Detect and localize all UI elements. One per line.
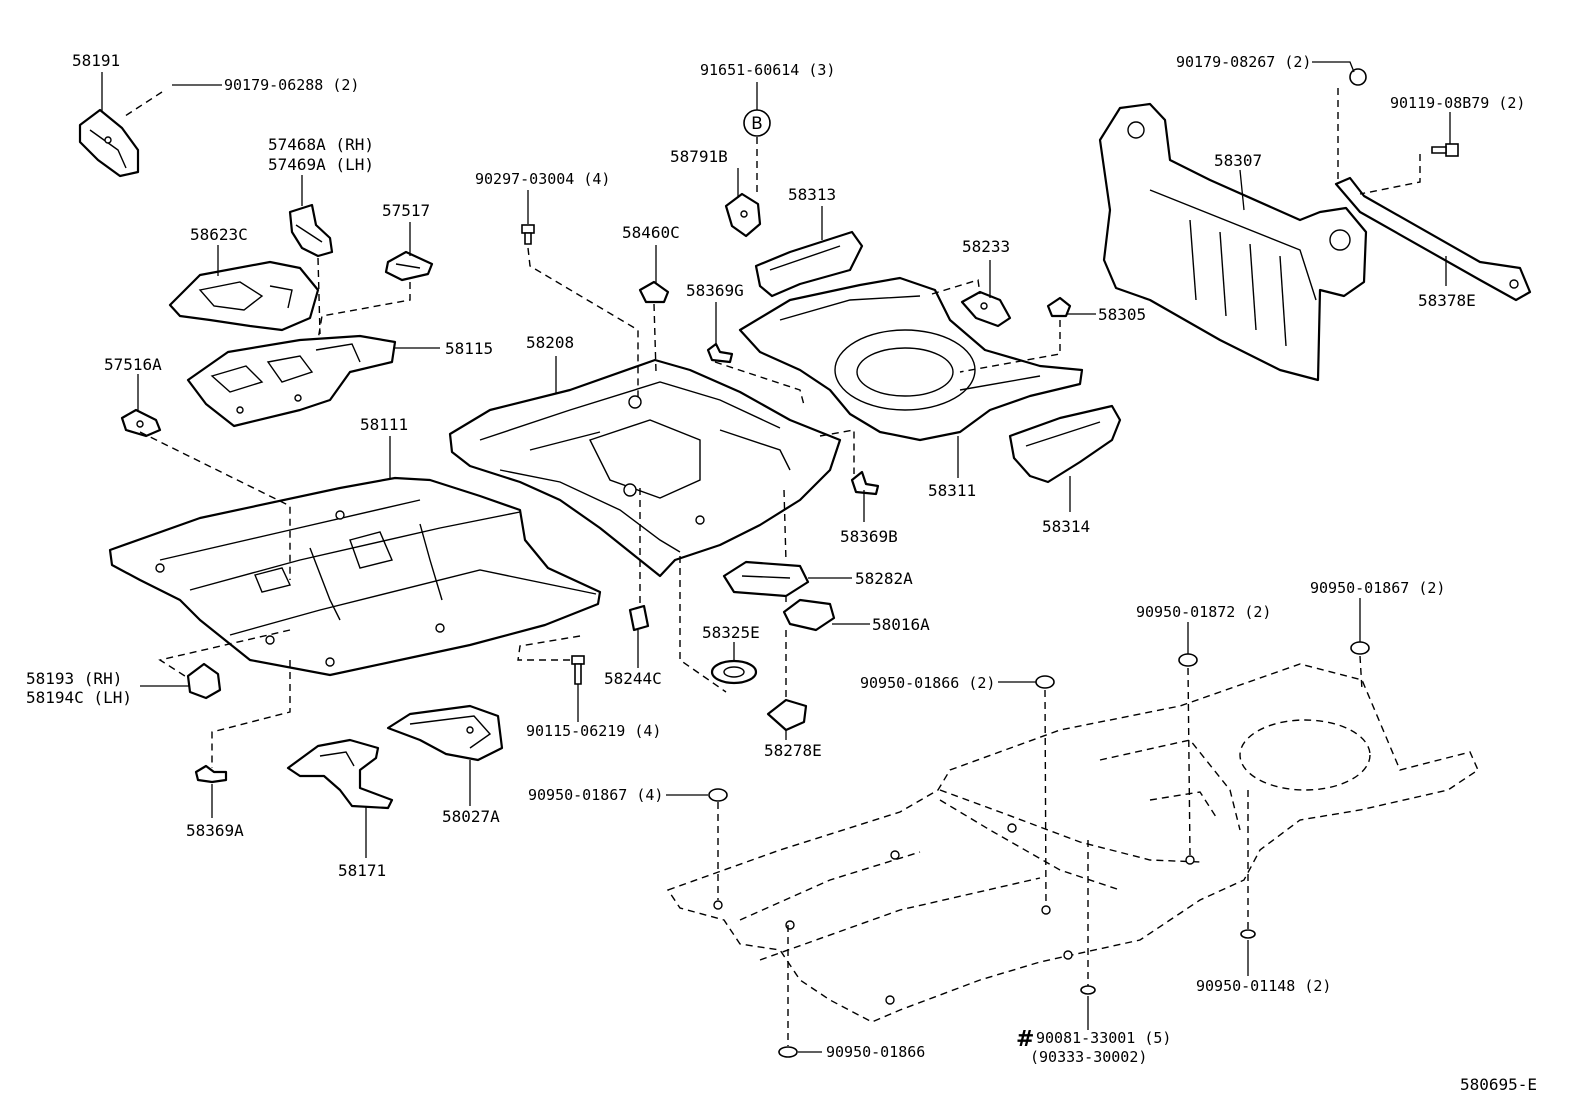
label-58244C: 58244C — [604, 669, 662, 688]
label-57517: 57517 — [382, 201, 430, 220]
part-90115-06219-drawing — [571, 655, 585, 685]
label-58016A: 58016A — [872, 615, 930, 634]
label-90115-06219: 90115-06219 (4) — [526, 722, 661, 740]
label-58369G: 58369G — [686, 281, 744, 300]
label-58193: 58193 (RH) — [26, 669, 122, 688]
label-58460C: 58460C — [622, 223, 680, 242]
label-90081-33001: 90081-33001 (5) — [1036, 1029, 1171, 1047]
label-58307: 58307 — [1214, 151, 1262, 170]
part-57468A-drawing — [288, 203, 334, 258]
part-58311-drawing — [738, 276, 1084, 442]
part-58623C-drawing — [168, 260, 320, 332]
label-57469A: 57469A (LH) — [268, 155, 374, 174]
assembly-dashed-lines — [121, 88, 1421, 1046]
label-58191: 58191 — [72, 51, 120, 70]
label-58313: 58313 — [788, 185, 836, 204]
grommet-90950-01867-top — [1350, 641, 1370, 655]
grommet-90081-33001 — [1080, 985, 1096, 995]
label-58378E: 58378E — [1418, 291, 1476, 310]
grommet-90950-01148 — [1240, 929, 1256, 939]
label-hash-mark: # — [1016, 1027, 1034, 1052]
part-90119-08B79-drawing — [1431, 143, 1459, 157]
grommet-90950-01866 — [778, 1046, 798, 1058]
label-90950-01872: 90950-01872 (2) — [1136, 603, 1271, 621]
label-58311: 58311 — [928, 481, 976, 500]
part-58369G-drawing — [706, 342, 734, 364]
part-58027A-drawing — [386, 704, 504, 762]
part-58111-drawing — [108, 476, 602, 677]
part-58233-drawing — [960, 290, 1012, 328]
part-58193-drawing — [186, 662, 222, 700]
label-57468A: 57468A (RH) — [268, 135, 374, 154]
grommet-90950-01872 — [1178, 653, 1198, 667]
label-58027A: 58027A — [442, 807, 500, 826]
part-58378E-drawing — [1334, 176, 1532, 302]
label-90950-01867-2: 90950-01867 (2) — [1310, 579, 1445, 597]
part-58460C-drawing — [638, 280, 670, 304]
part-labels: 58191 90179-06288 (2) 57468A (RH) 57469A… — [26, 51, 1537, 1094]
part-58369B-drawing — [850, 470, 880, 496]
part-58244C-drawing — [628, 604, 650, 632]
part-57517-drawing — [384, 250, 434, 282]
label-90950-01866: 90950-01866 — [826, 1043, 925, 1061]
part-57516A-drawing — [120, 408, 162, 438]
b-marker-label: B — [751, 114, 763, 134]
diagram-code: 580695-E — [1460, 1075, 1537, 1094]
label-90297-03004: 90297-03004 (4) — [475, 170, 610, 188]
label-90950-01866-2: 90950-01866 (2) — [860, 674, 995, 692]
part-90179-08267-drawing — [1349, 68, 1367, 86]
label-58314: 58314 — [1042, 517, 1090, 536]
part-58278E-drawing — [766, 698, 808, 732]
part-58016A-drawing — [782, 598, 836, 632]
label-90333-30002: (90333-30002) — [1030, 1048, 1147, 1066]
part-58191-drawing — [78, 108, 140, 178]
label-90179-06288: 90179-06288 (2) — [224, 76, 359, 94]
part-58313-drawing — [754, 230, 864, 298]
part-58307-drawing — [1098, 102, 1368, 382]
label-58325E: 58325E — [702, 623, 760, 642]
label-58208: 58208 — [526, 333, 574, 352]
leader-lines — [101, 61, 1451, 1053]
part-58325E-drawing — [710, 659, 758, 685]
label-58194C: 58194C (LH) — [26, 688, 132, 707]
label-91651-60614: 91651-60614 (3) — [700, 61, 835, 79]
grommet-90950-01866-2 — [1035, 675, 1055, 689]
label-90179-08267: 90179-08267 (2) — [1176, 53, 1311, 71]
label-58233: 58233 — [962, 237, 1010, 256]
label-90119-08B79: 90119-08B79 (2) — [1390, 94, 1525, 112]
label-58282A: 58282A — [855, 569, 913, 588]
part-58171-drawing — [286, 738, 394, 810]
label-58305: 58305 — [1098, 305, 1146, 324]
part-58208-drawing — [448, 358, 842, 578]
label-90950-01148: 90950-01148 (2) — [1196, 977, 1331, 995]
part-58791B-drawing — [724, 192, 762, 238]
part-58369A-drawing — [194, 764, 228, 784]
part-58115-drawing — [186, 334, 397, 428]
label-90950-01867-4: 90950-01867 (4) — [528, 786, 663, 804]
label-58791B: 58791B — [670, 147, 728, 166]
part-58305-drawing — [1046, 296, 1072, 318]
part-58314-drawing — [1008, 404, 1122, 484]
label-57516A: 57516A — [104, 355, 162, 374]
grommet-90950-01867-4 — [708, 788, 728, 802]
label-58115: 58115 — [445, 339, 493, 358]
b-marker: B — [743, 109, 771, 137]
label-58369A: 58369A — [186, 821, 244, 840]
part-90297-03004-drawing — [521, 224, 535, 245]
label-58623C: 58623C — [190, 225, 248, 244]
label-58369B: 58369B — [840, 527, 898, 546]
label-58111: 58111 — [360, 415, 408, 434]
label-58278E: 58278E — [764, 741, 822, 760]
label-58171: 58171 — [338, 861, 386, 880]
part-58282A-drawing — [722, 560, 810, 598]
